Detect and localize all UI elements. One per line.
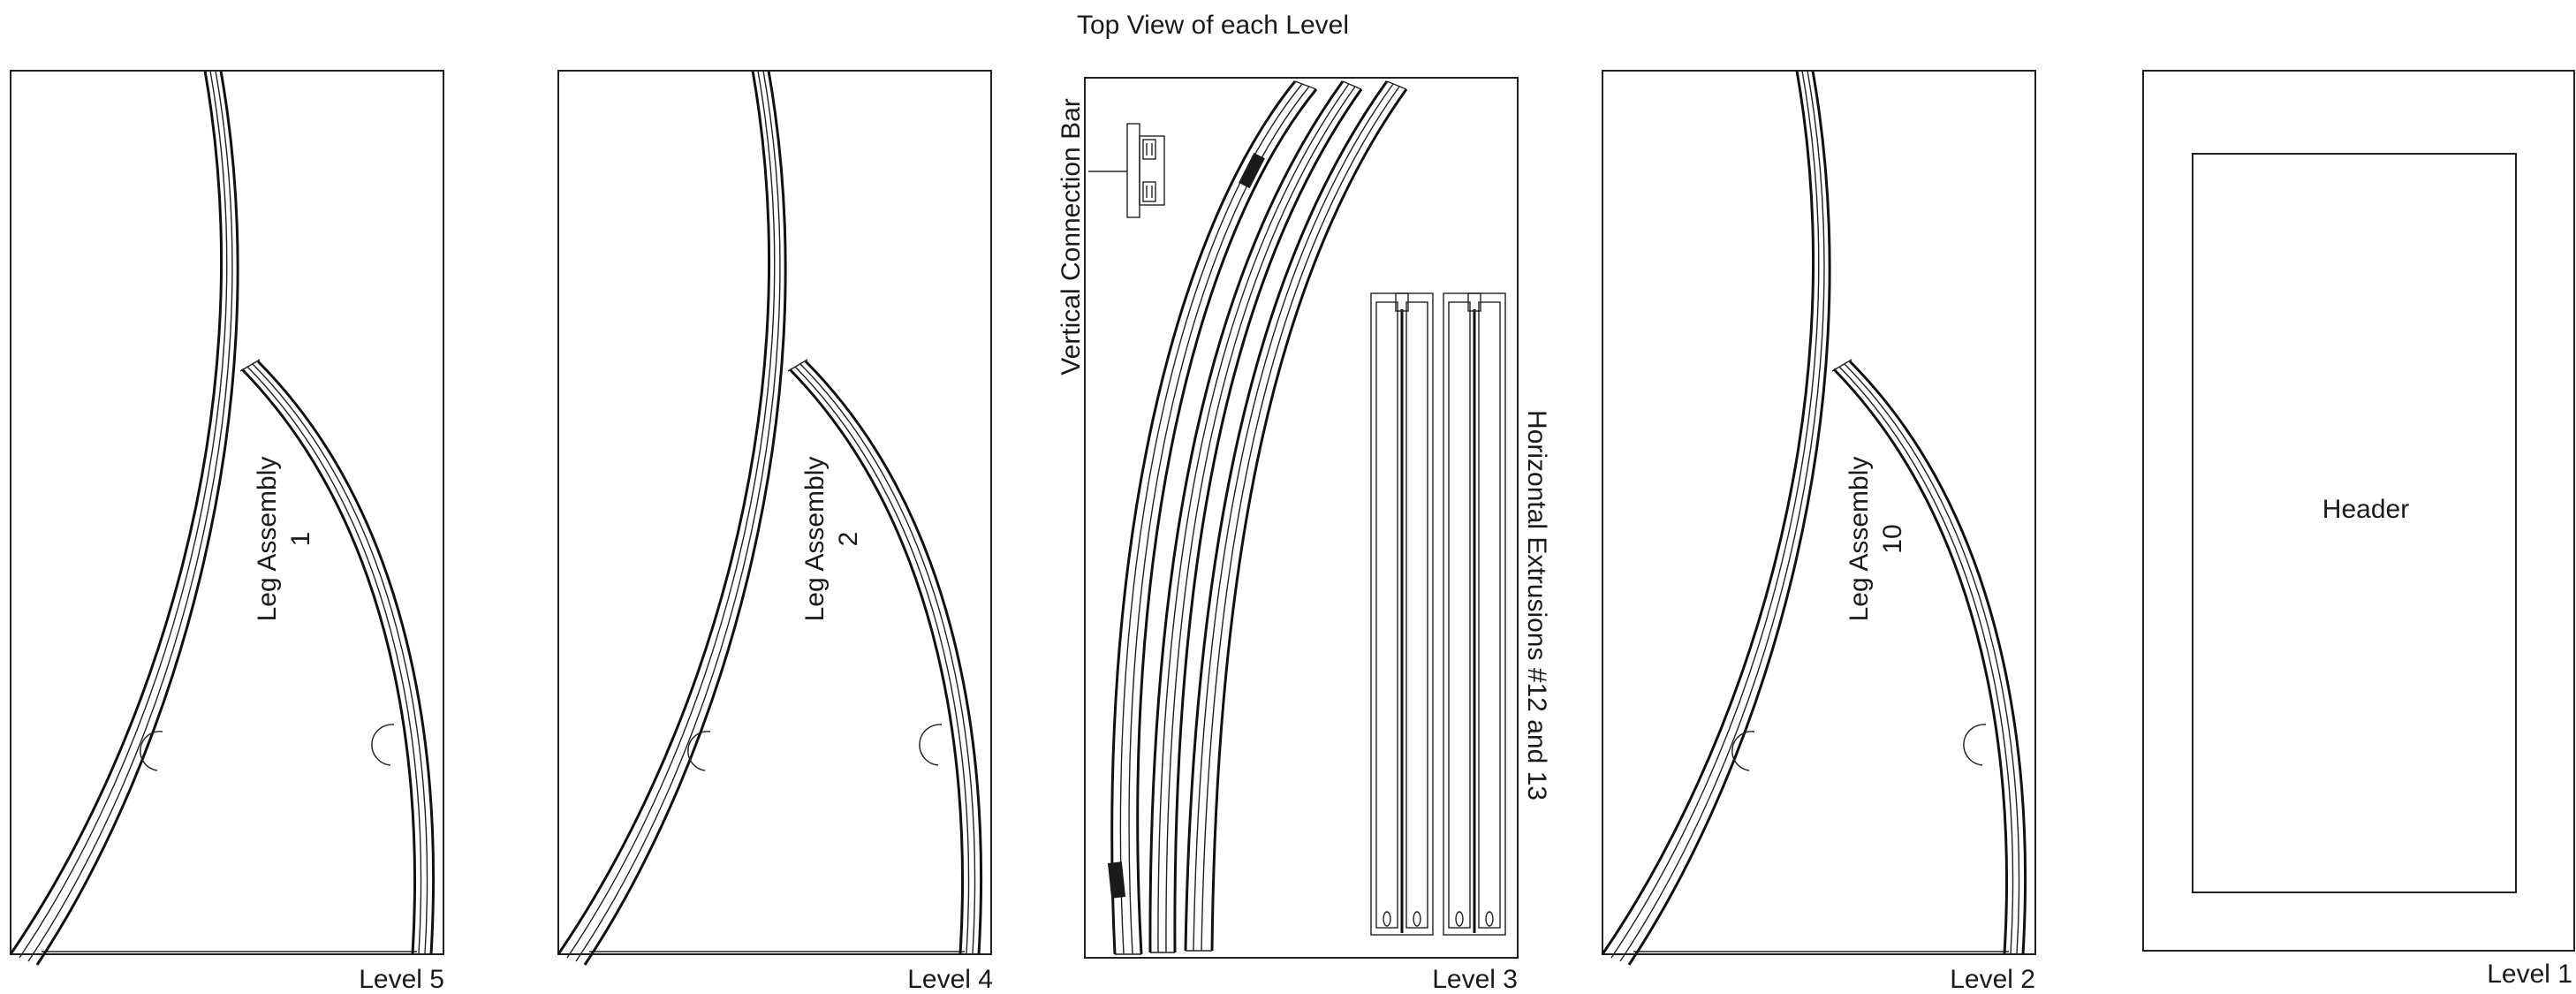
level-3-frame [1084, 77, 1519, 959]
curved-leg-piece-2 [1148, 80, 1363, 953]
diagram-title: Top View of each Level [1077, 11, 1349, 40]
panel-level-1: Header Level 1 [2142, 70, 2575, 989]
leg-assembly-drawing [1601, 69, 2037, 967]
leg-assembly-number: 10 [1878, 524, 1907, 553]
level-label: Level 4 [907, 965, 993, 994]
panel-level-3: Vertical Connection Bar [1057, 77, 1551, 994]
vertical-connection-bar [1088, 123, 1165, 218]
leg-assembly-drawing [9, 69, 445, 967]
header-box [2192, 153, 2517, 893]
horizontal-extrusion-13 [1443, 292, 1506, 936]
connector-block [1239, 152, 1265, 189]
header-label: Header [2322, 495, 2409, 524]
leg-assembly-label: Leg Assembly [1845, 457, 1874, 622]
horizontal-extrusions-label: Horizontal Extrusions #12 and 13 [1522, 410, 1551, 801]
panel-level-4: Leg Assembly 2 Level 4 [557, 69, 993, 994]
curved-leg-piece-3 [1184, 80, 1408, 952]
level-label: Level 3 [1432, 965, 1518, 994]
leg-assembly-drawing [557, 69, 993, 967]
leg-assembly-label: Leg Assembly [800, 457, 830, 622]
curved-leg-piece-1 [1107, 80, 1318, 955]
panel-level-2: Leg Assembly 10 Level 2 [1601, 69, 2037, 994]
leg-assembly-number: 2 [834, 532, 863, 547]
level-label: Level 2 [1950, 965, 2035, 994]
level-label: Level 1 [2487, 960, 2572, 989]
horizontal-extrusion-12 [1370, 292, 1434, 936]
level-1-frame [2142, 70, 2575, 952]
vertical-connection-bar-label: Vertical Connection Bar [1057, 98, 1086, 376]
leg-assembly-number: 1 [286, 532, 315, 547]
connector-block [1107, 861, 1126, 899]
level-label: Level 5 [359, 965, 444, 994]
panel-level-5: Leg Assembly 1 Level 5 [9, 69, 445, 994]
leg-assembly-label: Leg Assembly [253, 457, 282, 622]
